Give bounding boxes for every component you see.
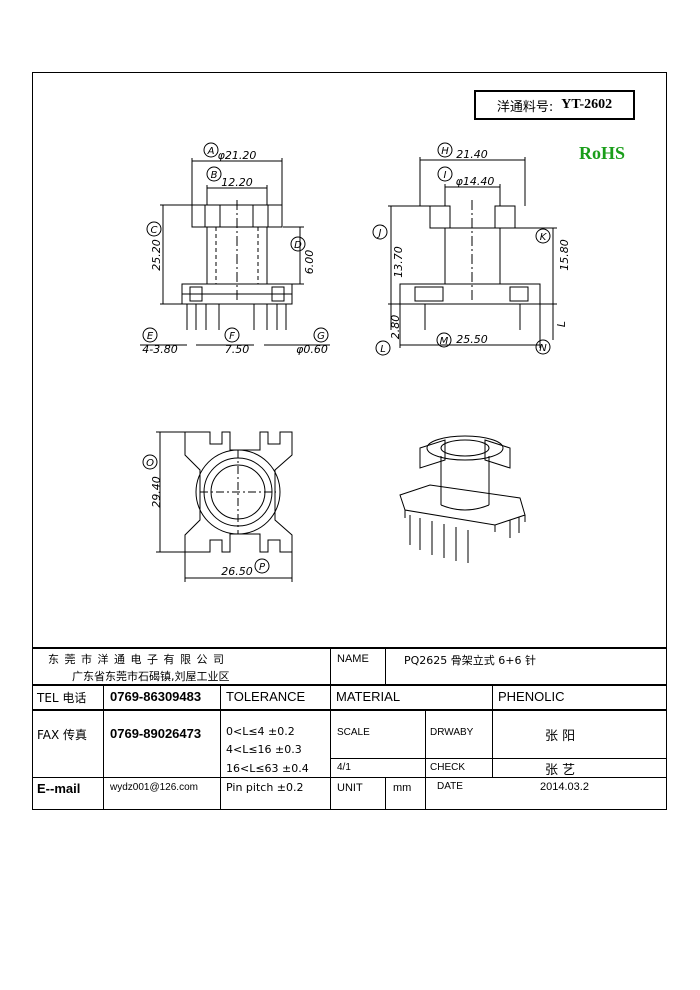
dim-j-value: 13.70 bbox=[392, 246, 405, 278]
tolerance-label: TOLERANCE bbox=[226, 689, 306, 704]
tel-value: 0769-86309483 bbox=[110, 689, 202, 704]
bubble-k: K bbox=[540, 232, 548, 243]
bubble-p: P bbox=[259, 562, 266, 573]
tb-hline-2 bbox=[32, 684, 667, 686]
bubble-n: N bbox=[539, 343, 547, 354]
front-view bbox=[140, 142, 330, 346]
bubble-b: B bbox=[211, 170, 218, 181]
email-value: wydz001@126.com bbox=[110, 782, 198, 793]
dim-i-value: φ14.40 bbox=[456, 175, 495, 188]
dim-d-value: 6.00 bbox=[303, 250, 316, 275]
email-label: E--mail bbox=[37, 781, 81, 796]
bubble-c: C bbox=[151, 225, 158, 236]
dim-k-value: 15.80 bbox=[558, 239, 571, 271]
tb-hline-top bbox=[32, 647, 667, 649]
tb-hline-4 bbox=[330, 758, 667, 759]
bubble-d: D bbox=[294, 240, 302, 251]
tb-vline-1 bbox=[103, 684, 104, 810]
date-label: DATE bbox=[437, 781, 463, 792]
check-value: 张 艺 bbox=[545, 763, 576, 778]
scale-label: SCALE bbox=[337, 727, 370, 738]
bottom-view bbox=[142, 431, 293, 582]
dim-b-value: 12.20 bbox=[221, 176, 253, 189]
material-value: PHENOLIC bbox=[498, 689, 565, 704]
check-label: CHECK bbox=[430, 762, 466, 773]
scale-value: 4/1 bbox=[337, 762, 351, 773]
tolerance-row-1: 0<L≤4 ±0.2 bbox=[226, 725, 295, 738]
dim-m-value: 25.50 bbox=[456, 333, 488, 346]
dim-a-value: φ21.20 bbox=[218, 149, 257, 162]
bottom-view-labels: O P 29.40 26.50 bbox=[146, 458, 266, 578]
rohs-mark: RoHS bbox=[579, 143, 626, 163]
part-number: YT-2602 bbox=[561, 97, 613, 112]
tolerance-row-4: Pin pitch ±0.2 bbox=[226, 781, 304, 794]
fax-label: FAX 传真 bbox=[37, 728, 88, 742]
tb-vline-4 bbox=[492, 709, 493, 777]
tel-label: TEL 电话 bbox=[37, 691, 87, 705]
fax-value: 0769-89026473 bbox=[110, 726, 202, 741]
company-name: 东 莞 市 洋 通 电 子 有 限 公 司 bbox=[48, 653, 225, 666]
bubble-a: A bbox=[207, 146, 215, 157]
bubble-m: M bbox=[440, 336, 449, 347]
dim-e-value: 4-3.80 bbox=[142, 343, 177, 356]
bubble-l: L bbox=[380, 344, 386, 355]
dim-l-value: 2.80 bbox=[389, 315, 402, 340]
dim-c-value: 25.20 bbox=[150, 239, 163, 271]
tolerance-row-2: 4<L≤16 ±0.3 bbox=[226, 743, 302, 756]
part-number-box: 洋通料号: YT-2602 bbox=[474, 90, 635, 120]
front-view-labels: A B C D E F G φ21.20 12.20 25.20 6.00 4-… bbox=[142, 146, 328, 356]
isometric-view bbox=[399, 435, 526, 563]
drawing-sheet-border bbox=[32, 72, 667, 810]
unit-value: mm bbox=[393, 782, 412, 794]
date-value: 2014.03.2 bbox=[540, 781, 589, 793]
tb-vline-material bbox=[492, 684, 493, 709]
unit-label: UNIT bbox=[337, 782, 363, 794]
bubble-g: G bbox=[317, 331, 325, 342]
tolerance-row-3: 16<L≤63 ±0.4 bbox=[226, 762, 309, 775]
name-label: NAME bbox=[337, 653, 369, 665]
dim-o-value: 29.40 bbox=[150, 476, 163, 508]
tb-vline-3 bbox=[425, 709, 426, 810]
tb-vline-main bbox=[330, 647, 331, 810]
name-value: PQ2625 骨架立式 6+6 针 bbox=[404, 654, 536, 667]
dim-f-value: 7.50 bbox=[225, 343, 250, 356]
drawby-label: DRWABY bbox=[430, 727, 474, 738]
tb-hline-3 bbox=[32, 709, 667, 711]
bubble-i: I bbox=[444, 170, 447, 181]
dim-g-value: φ0.60 bbox=[296, 343, 328, 356]
dim-h-value: 21.40 bbox=[456, 148, 488, 161]
tb-vline-unit bbox=[385, 777, 386, 810]
bubble-o: O bbox=[146, 458, 154, 469]
tb-vline-name bbox=[385, 647, 386, 684]
bubble-e: E bbox=[147, 331, 154, 342]
part-number-label: 洋通料号: bbox=[496, 99, 554, 115]
dim-p-value: 26.50 bbox=[221, 565, 253, 578]
material-label: MATERIAL bbox=[336, 689, 401, 704]
bubble-j: J bbox=[377, 228, 382, 239]
side-view bbox=[372, 142, 557, 356]
company-address: 广东省东莞市石碣镇,刘屋工业区 bbox=[72, 670, 230, 683]
tb-vline-2 bbox=[220, 684, 221, 810]
dim-n-value: L bbox=[555, 321, 568, 327]
side-view-labels: H I J K L M N 21.40 φ14.40 13.70 15.80 2… bbox=[377, 146, 571, 355]
bubble-f: F bbox=[229, 331, 235, 342]
tb-hline-5 bbox=[32, 777, 667, 778]
drawby-value: 张 阳 bbox=[545, 729, 576, 744]
bubble-h: H bbox=[441, 146, 449, 157]
